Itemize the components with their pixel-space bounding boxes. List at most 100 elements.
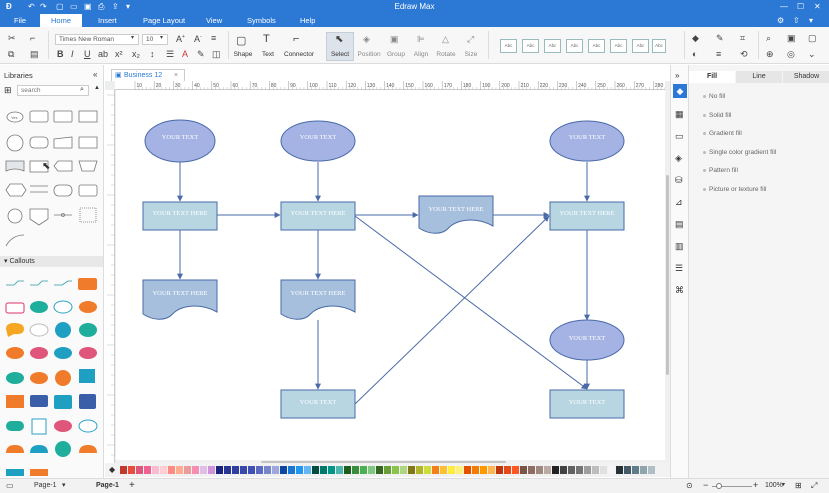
bullets-icon[interactable]: ☰	[166, 49, 175, 59]
node-wave-1-label[interactable]: YOUR TEXT HERE	[152, 290, 208, 297]
connector-tool-icon[interactable]: ⌐	[293, 33, 300, 45]
color-swatch[interactable]	[648, 466, 655, 474]
color-swatch[interactable]	[464, 466, 471, 474]
position-label[interactable]: Position	[357, 51, 381, 58]
quick-access-more-icon[interactable]: ▾	[126, 2, 131, 11]
vertical-scrollbar-thumb[interactable]	[666, 175, 669, 375]
replace-icon[interactable]: ⟲	[740, 49, 748, 59]
color-swatch[interactable]	[512, 466, 519, 474]
color-swatch[interactable]	[408, 466, 415, 474]
style-preset-2[interactable]: Abc	[522, 39, 539, 53]
align-label[interactable]: Align	[413, 51, 429, 58]
color-swatch[interactable]	[488, 466, 495, 474]
color-swatch[interactable]	[128, 466, 135, 474]
node-shape-w3[interactable]	[418, 195, 494, 234]
color-swatch[interactable]	[560, 466, 567, 474]
menu-insert[interactable]: Insert	[98, 16, 117, 25]
color-swatch[interactable]	[576, 466, 583, 474]
node-rect-2-label[interactable]: YOUR TEXT HERE	[290, 210, 346, 217]
color-swatch[interactable]	[136, 466, 143, 474]
color-swatch[interactable]	[304, 466, 311, 474]
rotate-icon[interactable]: △	[442, 34, 449, 44]
data-panel-icon[interactable]: ⛁	[675, 175, 683, 185]
select-tool-icon[interactable]: ⬉	[335, 34, 344, 45]
cut-icon[interactable]: ✂	[8, 33, 16, 43]
basic-shapes-grid[interactable]: Yes	[2, 101, 102, 251]
maximize-icon[interactable]: ☐	[797, 2, 805, 11]
text-tool-label[interactable]: Text	[262, 51, 274, 58]
fill-option-picture[interactable]: Picture or texture fill	[703, 186, 766, 193]
line-color-icon[interactable]: ✎	[716, 33, 724, 43]
tab-fill[interactable]: Fill	[689, 71, 735, 83]
zoom-slider[interactable]	[712, 483, 752, 489]
crop-icon[interactable]: ⌗	[740, 33, 746, 43]
italic-icon[interactable]: I	[71, 49, 74, 59]
node-wave-3-label[interactable]: YOUR TEXT HERE	[428, 206, 484, 213]
color-swatch[interactable]	[200, 466, 207, 474]
color-swatch[interactable]	[624, 466, 631, 474]
color-swatch[interactable]	[496, 466, 503, 474]
color-swatch[interactable]	[520, 466, 527, 474]
color-swatch[interactable]	[152, 466, 159, 474]
color-swatch[interactable]	[600, 466, 607, 474]
color-swatch[interactable]	[392, 466, 399, 474]
node-wave-2-label[interactable]: YOUR TEXT HERE	[290, 290, 346, 297]
size-icon[interactable]: ⤢	[467, 34, 475, 44]
node-shape-w2[interactable]	[280, 279, 356, 320]
palette-fill-icon[interactable]: ◆	[109, 465, 116, 474]
node-rect-bottom-1-label[interactable]: YOUR TEXT	[299, 399, 337, 406]
align-icon[interactable]: ⊫	[417, 34, 425, 44]
horizontal-scrollbar-thumb[interactable]	[261, 461, 506, 464]
fill-option-solid[interactable]: Solid fill	[703, 112, 731, 119]
format-painter-icon[interactable]: ⌐	[30, 33, 36, 43]
image-panel-icon[interactable]: ▭	[675, 131, 684, 141]
shape-tool-icon[interactable]: ▢	[236, 35, 247, 47]
color-swatch[interactable]	[568, 466, 575, 474]
strikethrough-icon[interactable]: ab	[98, 49, 109, 59]
node-ellipse-1-label[interactable]: YOUR TEXT	[161, 134, 199, 141]
menu-page-layout[interactable]: Page Layout	[143, 16, 186, 25]
color-swatch[interactable]	[352, 466, 359, 474]
color-swatch[interactable]	[192, 466, 199, 474]
expand-panel-icon[interactable]: »	[675, 71, 680, 80]
library-manage-icon[interactable]: ⊞	[4, 85, 12, 95]
export-icon[interactable]: ⇪	[112, 2, 119, 11]
align-text-icon[interactable]: ≡	[211, 33, 217, 43]
color-swatch[interactable]	[632, 466, 639, 474]
color-swatch[interactable]	[176, 466, 183, 474]
share-icon[interactable]: ⇧	[793, 16, 800, 25]
open-icon[interactable]: ▭	[70, 2, 78, 11]
superscript-icon[interactable]: x²	[115, 49, 123, 59]
style-preset-7[interactable]: Abc	[632, 39, 649, 53]
color-swatch[interactable]	[320, 466, 327, 474]
font-size-select[interactable]: 10	[142, 34, 168, 45]
color-swatch[interactable]	[608, 466, 615, 474]
color-swatch[interactable]	[248, 466, 255, 474]
fullscreen-icon[interactable]: ⤢	[811, 481, 818, 490]
node-ellipse-2-label[interactable]: YOUR TEXT	[299, 134, 337, 141]
node-shape-r1[interactable]	[142, 201, 218, 231]
color-swatch[interactable]	[280, 466, 287, 474]
color-swatch[interactable]	[472, 466, 479, 474]
save-icon[interactable]: ▣	[84, 2, 92, 11]
callouts-grid[interactable]	[2, 271, 102, 476]
minimize-icon[interactable]: —	[780, 2, 788, 11]
settings-icon[interactable]: ⚙	[777, 16, 785, 25]
page-tab-left[interactable]: Page-1	[34, 482, 57, 489]
shadow-icon[interactable]: ◐	[692, 49, 698, 59]
color-swatch[interactable]	[440, 466, 447, 474]
underline-icon[interactable]: U	[84, 49, 91, 59]
node-shape-r2[interactable]	[280, 201, 356, 231]
tab-line[interactable]: Line	[736, 71, 782, 83]
node-shape-n1[interactable]	[144, 119, 216, 163]
style-preset-1[interactable]: Abc	[500, 39, 517, 53]
copy-icon[interactable]: ⧉	[8, 49, 15, 59]
node-shape-r4[interactable]	[549, 201, 625, 231]
connector-b1-r4-diagonal[interactable]	[354, 215, 550, 405]
chart-panel-icon[interactable]: ⊿	[675, 197, 683, 207]
hyperlink-panel-icon[interactable]: ⌘	[675, 285, 684, 295]
color-swatch[interactable]	[184, 466, 191, 474]
style-preset-4[interactable]: Abc	[566, 39, 583, 53]
node-shape-w1[interactable]	[142, 279, 218, 320]
node-ellipse-3-label[interactable]: YOUR TEXT	[568, 134, 606, 141]
